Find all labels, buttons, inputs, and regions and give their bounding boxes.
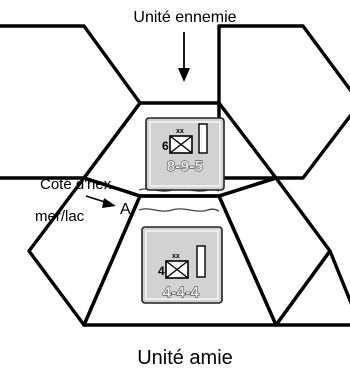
enemy-counter[interactable]: 6 xx 8-9-5 — [145, 117, 225, 191]
enemy-arrow-head — [178, 68, 190, 82]
hex-bottom-right[interactable] — [274, 249, 350, 327]
hexside-arrow-head — [102, 198, 116, 208]
hex-top-left[interactable] — [0, 24, 142, 180]
friendly-move-bar — [196, 245, 206, 278]
enemy-size: 6 — [162, 139, 169, 153]
infantry-icon — [165, 260, 189, 279]
enemy-size-symbol: xx — [176, 128, 184, 135]
hex-friendly[interactable] — [82, 194, 278, 327]
enemy-stats: 8-9-5 — [167, 158, 204, 175]
friendly-size: 4 — [158, 264, 165, 278]
hexside-label-line2: mer/lac — [35, 208, 85, 225]
hex-top-right[interactable] — [217, 24, 350, 180]
friendly-size-symbol: xx — [172, 253, 180, 260]
friendly-counter[interactable]: 4 xx 4-4-4 — [141, 226, 223, 304]
enemy-unit-label: Unité ennemie — [133, 9, 236, 26]
friendly-unit-label: Unité amie — [137, 347, 233, 369]
hexside-marker: A — [120, 201, 131, 218]
friendly-stats: 4-4-4 — [163, 284, 200, 301]
infantry-icon — [169, 135, 193, 154]
sea-lake-hexside-lower — [138, 208, 220, 212]
enemy-move-bar — [198, 123, 208, 154]
hex-mid-right[interactable] — [217, 176, 332, 327]
hexside-label-line1: Coté d'hex — [40, 176, 112, 193]
